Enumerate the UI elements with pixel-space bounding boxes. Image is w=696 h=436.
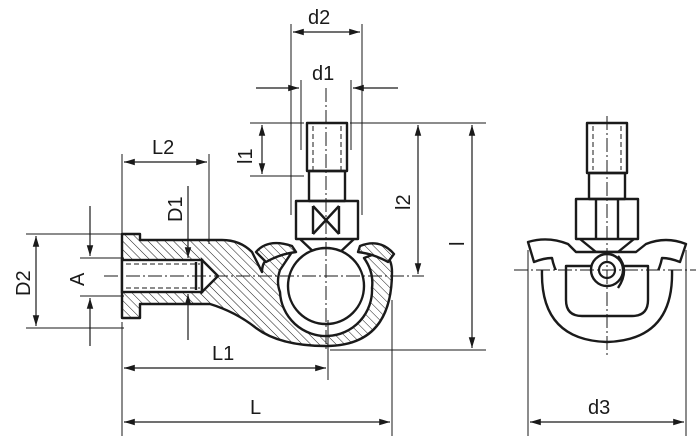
dimensions-side: d2 d1 l1 l2 l L2 D1 D2 [13,7,486,436]
label-A: A [67,272,89,286]
label-L: L [250,397,261,419]
label-D2: D2 [13,270,35,296]
label-L1: L1 [212,343,234,365]
label-l1: l1 [235,148,257,164]
label-d3: d3 [588,397,610,419]
label-d2: d2 [308,7,330,29]
ear-right [356,242,396,264]
label-l2: l2 [393,194,415,210]
hex-collar [294,199,360,241]
label-L2: L2 [152,137,174,159]
label-l: l [447,242,469,246]
front-pivot-arc [616,255,626,289]
ear-left [254,241,298,264]
label-D1: D1 [165,196,187,222]
front-view [514,116,696,356]
front-inner-recess [564,264,650,318]
stud-shank [307,169,347,203]
side-view [104,88,424,352]
dimensions-front: d3 [527,250,687,436]
label-d1: d1 [312,63,334,85]
